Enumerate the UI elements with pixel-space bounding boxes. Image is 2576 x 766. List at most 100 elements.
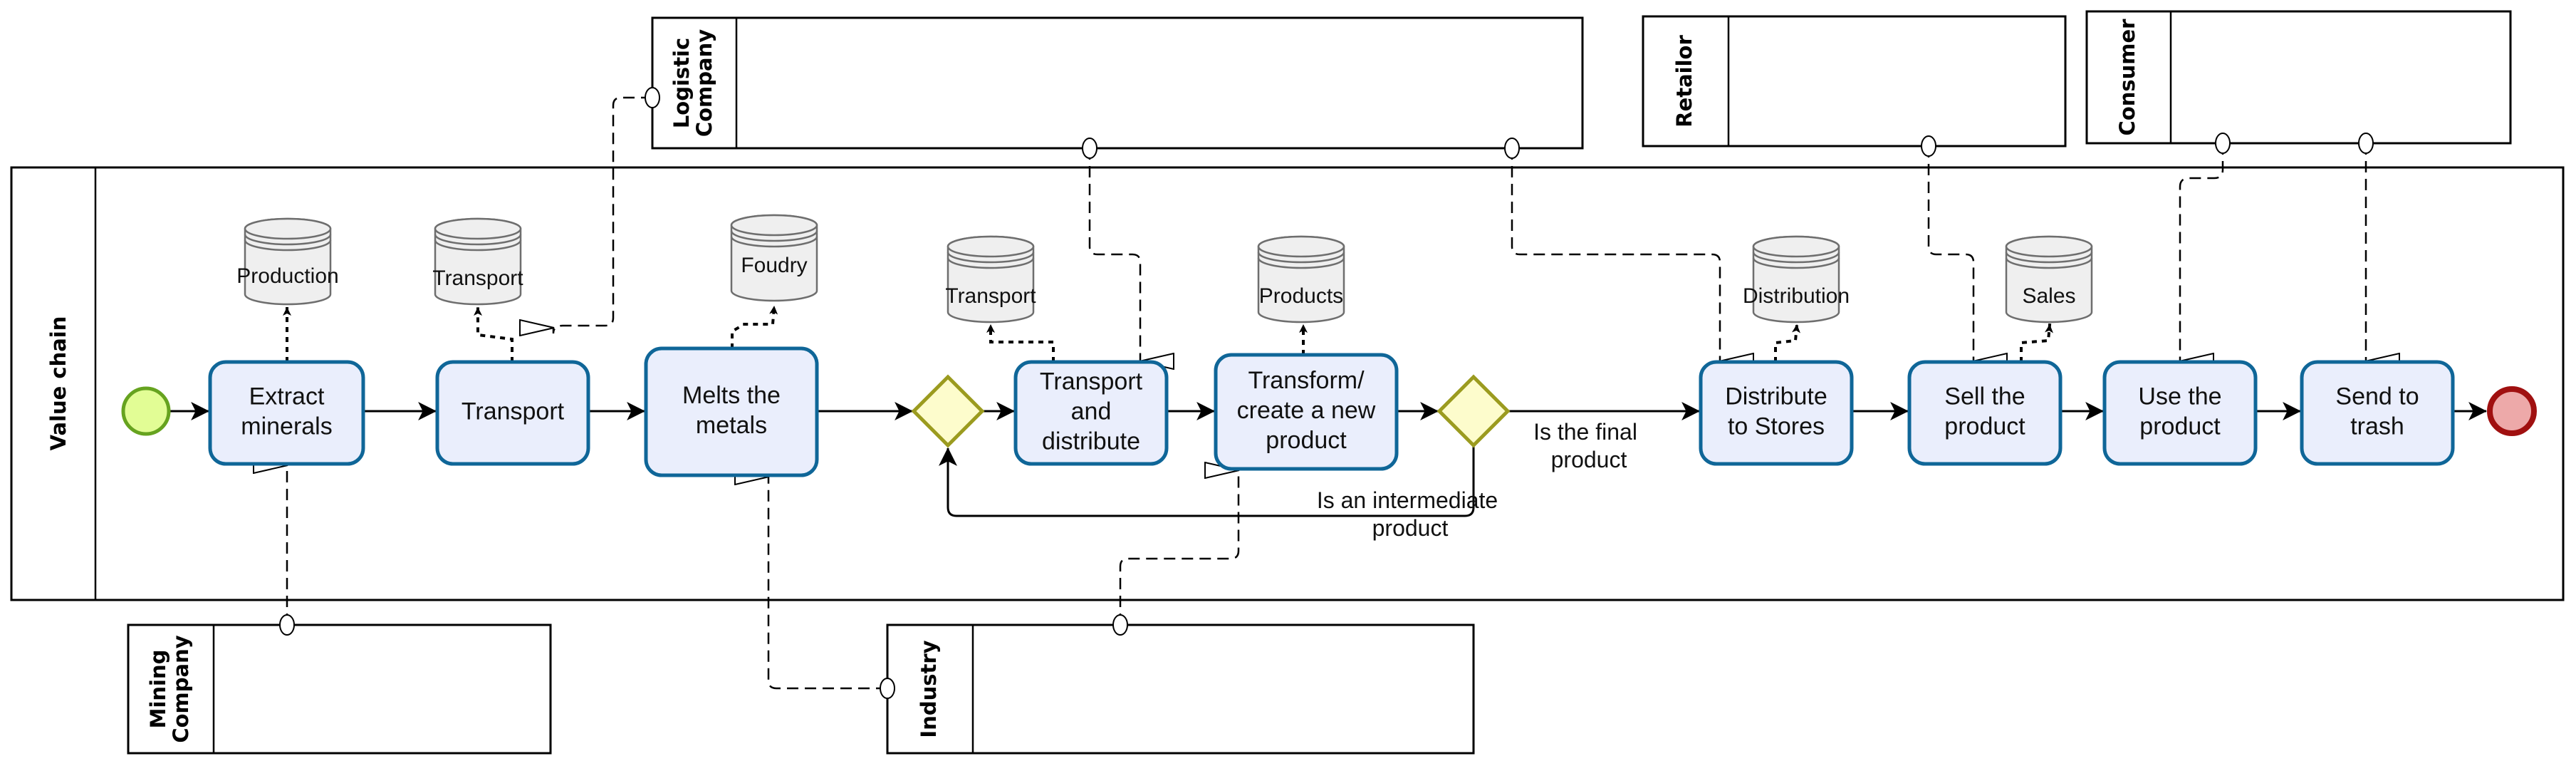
task-trash[interactable]: Send to trash	[2300, 360, 2455, 466]
pool-logistic-label-line-1: Logistic	[669, 38, 694, 128]
data-store-label: Foudry	[741, 254, 807, 277]
message-start-logistic-2	[1082, 138, 1097, 159]
pool-mining-label-line-1: Mining	[146, 650, 170, 729]
pool-retailor-border	[1642, 15, 2067, 147]
task-label-line: trash	[2350, 413, 2404, 440]
message-flow-logistic-transport-distribute[interactable]	[1088, 148, 1140, 361]
pool-industry-border	[886, 623, 1475, 755]
task-transport[interactable]: Transport	[435, 360, 590, 466]
message-flow-industry-transform[interactable]	[1119, 470, 1240, 625]
database-icon-top	[434, 217, 522, 240]
data-store-products[interactable]: Products	[1257, 235, 1345, 324]
association-distribute-distribution[interactable]	[1774, 323, 1800, 362]
database-icon-ring	[1752, 252, 1840, 264]
task-label-line: product	[1944, 413, 2025, 440]
start-event[interactable]	[121, 386, 171, 436]
message-start-logistic-3	[1504, 138, 1520, 159]
database-icon-top	[1752, 235, 1840, 258]
task-label-line: Send to	[2335, 383, 2419, 410]
association-sell-sales[interactable]	[2020, 323, 2053, 362]
task-label-line: metals	[696, 412, 767, 439]
message-start-consumer-2	[2358, 133, 2374, 154]
gateway-decision[interactable]	[1436, 374, 1511, 448]
task-label-line: Transform/	[1248, 367, 1365, 394]
task-label-line: Extract	[249, 383, 325, 410]
message-flow-industry-melts[interactable]	[768, 477, 887, 690]
gateway-merge[interactable]	[911, 374, 985, 448]
flow-label-intermediate: Is an intermediate product	[1317, 487, 1498, 541]
task-sell-shape	[1907, 360, 2063, 466]
pool-industry[interactable]: Industry	[886, 623, 1475, 755]
database-icon-top	[947, 235, 1035, 258]
sequence-flows	[170, 402, 2488, 517]
task-extract-shape	[208, 360, 365, 466]
data-store-label: Products	[1259, 284, 1343, 308]
task-label-line: create a new	[1237, 397, 1376, 424]
pool-logistic-border	[651, 16, 1584, 150]
pool-logistic-label-line-2: Company	[692, 29, 716, 137]
message-start-retailor	[1921, 135, 1936, 157]
association-melts-foudry[interactable]	[731, 304, 778, 348]
data-store-label: Transport	[432, 266, 523, 290]
pool-mining-border	[127, 623, 552, 755]
gateways	[911, 374, 1511, 448]
message-start-consumer-1	[2215, 133, 2231, 154]
task-label-line: and	[1071, 398, 1112, 425]
database-icon-ring	[434, 234, 522, 246]
data-store-production[interactable]: Production	[236, 217, 339, 306]
data-store-label: Sales	[2022, 284, 2075, 308]
database-icon-ring	[244, 239, 332, 252]
task-melts[interactable]: Melts the metals	[644, 346, 819, 477]
task-sell[interactable]: Sell the product	[1907, 360, 2063, 466]
data-store-sales[interactable]: Sales	[2005, 235, 2093, 324]
task-label-line: distribute	[1042, 428, 1140, 455]
database-icon-ring	[730, 236, 818, 248]
flow-label-final-line-1: Is the final	[1533, 419, 1637, 445]
pool-consumer-label-line-1: Consumer	[2115, 19, 2139, 136]
flow-label-intermediate-line-1: Is an intermediate	[1317, 487, 1498, 513]
end-event[interactable]	[2487, 386, 2537, 436]
task-label-line: product	[2139, 413, 2221, 440]
pool-consumer-border	[2085, 10, 2512, 145]
data-store-transport_db[interactable]: Transport	[432, 217, 523, 306]
data-store-distribution[interactable]: Distribution	[1743, 235, 1850, 324]
message-flow-consumer-use[interactable]	[2179, 143, 2224, 361]
message-flow-retailor-sell[interactable]	[1927, 146, 1973, 361]
pool-industry-label-line-1: Industry	[917, 640, 941, 737]
task-transform-shape	[1214, 353, 1399, 471]
message-start-industry-2	[1112, 614, 1128, 636]
data-store-label: Transport	[945, 284, 1036, 308]
database-icon-top	[730, 214, 818, 237]
data-store-transport_db2[interactable]: Transport	[945, 235, 1036, 324]
message-flow-logistic-transport[interactable]	[553, 96, 652, 333]
database-icon-ring	[2005, 252, 2093, 264]
task-label-line: Melts the	[682, 382, 781, 409]
task-label-line: Transport	[462, 398, 565, 425]
data-associations	[283, 304, 2053, 362]
data-store-label: Production	[236, 264, 338, 288]
database-icon-top	[244, 217, 332, 240]
task-label-line: Sell the	[1944, 383, 2025, 410]
association-transport-db[interactable]	[474, 306, 513, 362]
task-distribute_stores-shape	[1699, 360, 1854, 466]
message-flow-logistic-distribute-stores[interactable]	[1511, 148, 1720, 361]
flow-decision-merge-intermediate[interactable]	[939, 447, 1475, 517]
pool-consumer[interactable]: Consumer	[2085, 10, 2512, 145]
data-store-foudry[interactable]: Foudry	[730, 214, 818, 302]
pool-retailor[interactable]: Retailor	[1642, 15, 2067, 147]
database-icon-ring	[244, 234, 332, 246]
database-icon-ring	[730, 230, 818, 242]
association-transport-distribute-db[interactable]	[986, 324, 1055, 362]
database-icon-top	[1257, 235, 1345, 258]
task-transport-shape	[435, 360, 590, 466]
message-flows	[280, 87, 2374, 699]
database-icon-ring	[434, 239, 522, 252]
